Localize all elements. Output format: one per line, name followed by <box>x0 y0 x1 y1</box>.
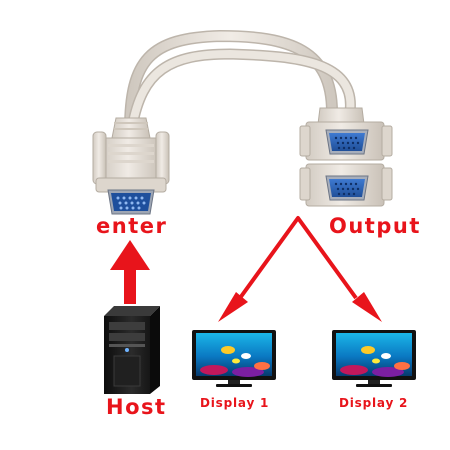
arrow-host-to-enter <box>110 240 150 304</box>
arrowhead-display-1 <box>218 292 248 322</box>
display-1-monitor <box>192 330 276 387</box>
arrow-output-to-displays <box>238 216 358 300</box>
computer-tower-icon <box>104 306 160 394</box>
display-2-monitor <box>332 330 416 387</box>
vga-female-connector-icon <box>299 107 393 207</box>
arrowhead-display-2 <box>352 292 382 322</box>
host-label: Host <box>106 395 167 419</box>
monitor-icon <box>192 330 416 387</box>
splitter-cable <box>124 29 356 136</box>
display-1-label: Display 1 <box>200 396 270 410</box>
output-label: Output <box>329 214 421 238</box>
display-2-label: Display 2 <box>339 396 409 410</box>
vga-male-connector-icon <box>92 117 170 215</box>
enter-label: enter <box>96 214 168 238</box>
